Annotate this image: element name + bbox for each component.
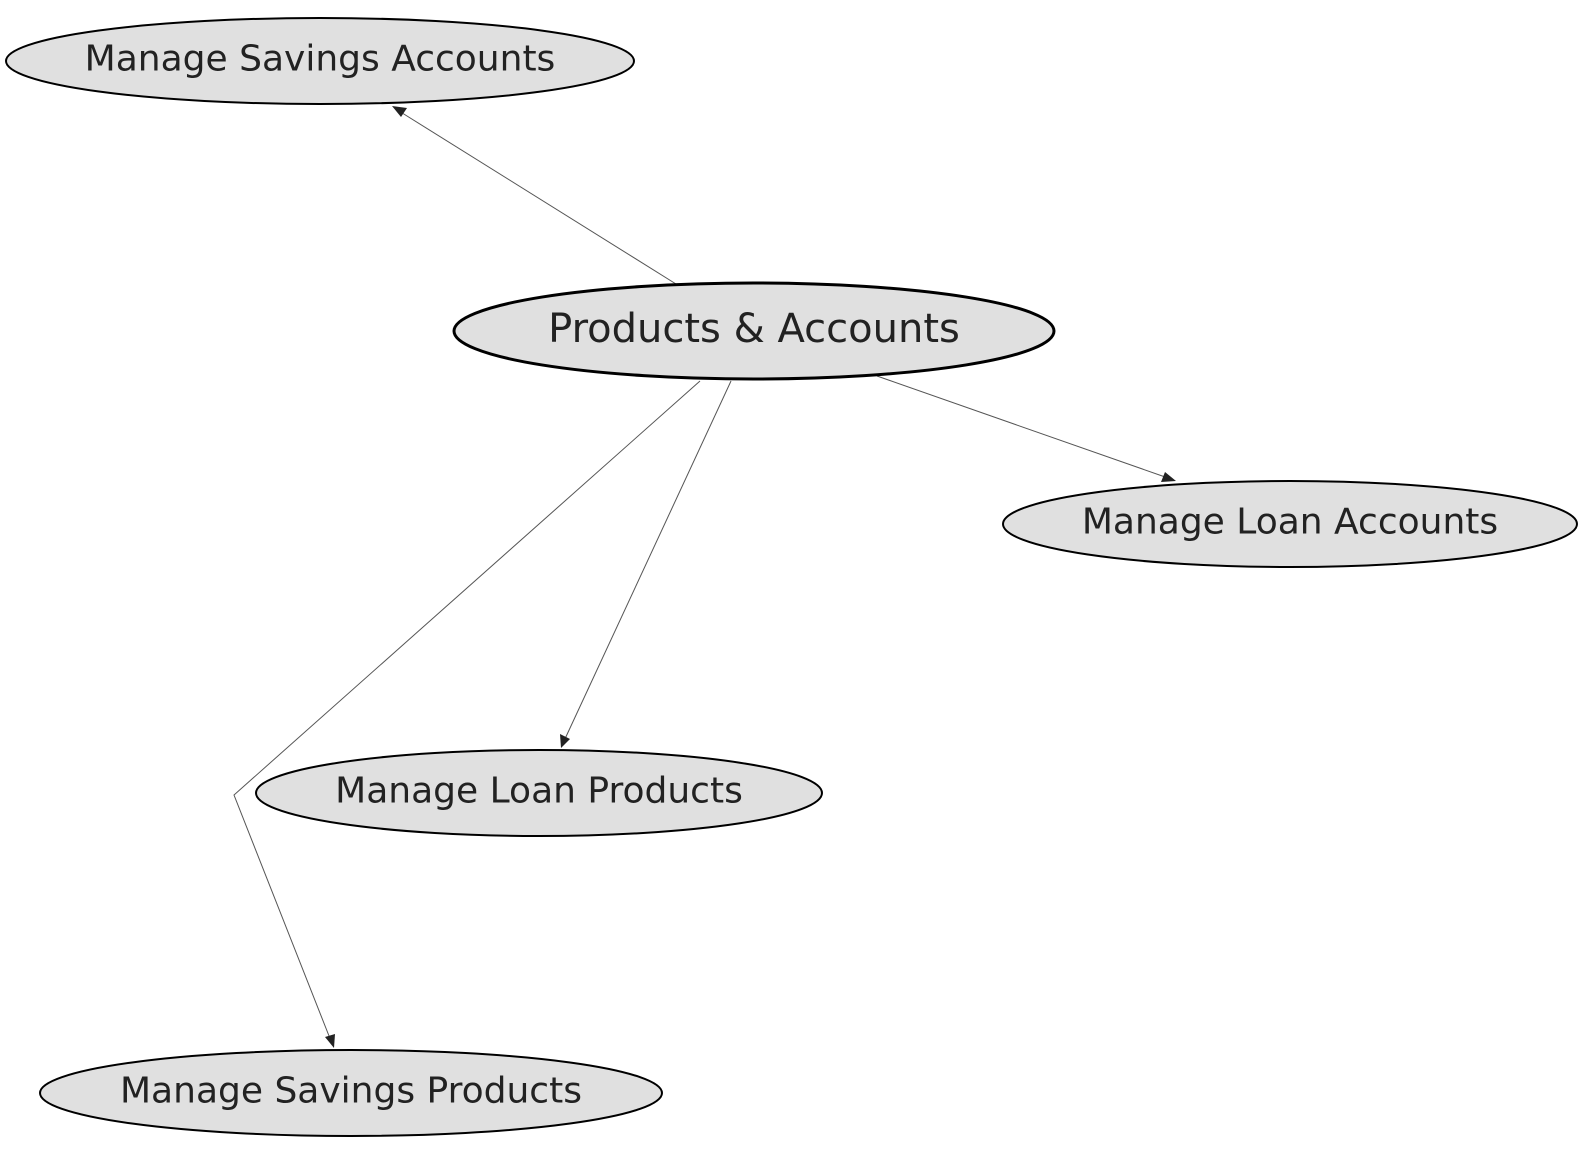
edge-line	[233, 380, 701, 1042]
node-manage-savings-products[interactable]: Manage Savings Products	[39, 1049, 663, 1137]
node-ellipse	[452, 281, 1056, 381]
arrowhead-icon	[560, 734, 570, 748]
node-ellipse	[5, 17, 635, 105]
edge-line	[876, 375, 1169, 479]
node-products-accounts[interactable]: Products & Accounts	[452, 281, 1056, 381]
node-ellipse	[1002, 480, 1578, 568]
node-label: Manage Savings Accounts	[85, 39, 556, 80]
arrowhead-icon	[325, 1034, 335, 1048]
node-label: Products & Accounts	[548, 306, 960, 352]
arrowhead-icon	[392, 106, 407, 117]
edges	[233, 106, 1176, 1048]
arrowhead-icon	[1161, 472, 1176, 482]
edge-products-to-loan-accounts	[876, 375, 1176, 482]
nodes: Manage Savings Accounts Products & Accou…	[5, 17, 1578, 1137]
node-manage-loan-accounts[interactable]: Manage Loan Accounts	[1002, 480, 1578, 568]
edge-line	[563, 380, 732, 742]
edge-products-to-savings-accounts	[392, 106, 677, 285]
edge-products-to-savings-products	[233, 380, 701, 1048]
node-ellipse	[255, 749, 823, 837]
node-label: Manage Loan Accounts	[1082, 502, 1498, 543]
node-manage-loan-products[interactable]: Manage Loan Products	[255, 749, 823, 837]
node-manage-savings-accounts[interactable]: Manage Savings Accounts	[5, 17, 635, 105]
node-label: Manage Savings Products	[120, 1071, 582, 1112]
edge-products-to-loan-products	[560, 380, 732, 748]
node-label: Manage Loan Products	[335, 771, 743, 812]
edge-line	[398, 110, 677, 285]
node-ellipse	[39, 1049, 663, 1137]
